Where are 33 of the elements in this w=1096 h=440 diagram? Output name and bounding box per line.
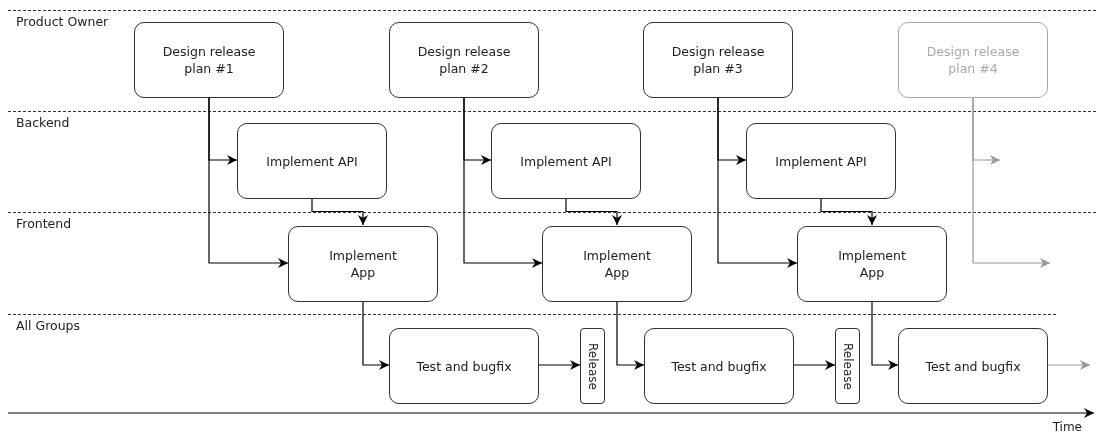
process-box: Design release plan #1 — [134, 22, 284, 98]
process-box: Implement App — [542, 226, 692, 302]
arrow — [311, 197, 368, 226]
process-box: Design release plan #2 — [389, 22, 539, 98]
arrow — [820, 197, 877, 226]
arrow — [871, 300, 899, 370]
milestone-box: Release — [835, 328, 860, 404]
arrow — [972, 96, 1051, 268]
arrow — [1047, 360, 1091, 370]
milestone-box: Release — [580, 328, 605, 404]
arrow — [463, 96, 543, 268]
process-box: Design release plan #3 — [643, 22, 793, 98]
arrow — [717, 96, 798, 268]
lane-label: Frontend — [16, 216, 72, 231]
process-box: Test and bugfix — [898, 328, 1048, 404]
arrow — [793, 360, 836, 370]
arrow — [208, 96, 289, 268]
process-box: Design release plan #4 — [898, 22, 1048, 98]
lane-label: Product Owner — [16, 14, 109, 29]
process-box: Implement API — [237, 123, 387, 199]
arrow — [362, 300, 390, 370]
process-box: Implement App — [797, 226, 947, 302]
lane-label: Backend — [16, 115, 70, 130]
arrow — [565, 197, 622, 226]
process-box: Implement App — [288, 226, 438, 302]
arrow — [538, 360, 581, 370]
process-box: Implement API — [746, 123, 896, 199]
lane-label: All Groups — [16, 318, 81, 333]
arrow — [616, 300, 645, 370]
axis-label: Time — [1052, 420, 1082, 434]
process-box: Test and bugfix — [389, 328, 539, 404]
process-box: Test and bugfix — [644, 328, 794, 404]
process-box: Implement API — [491, 123, 641, 199]
